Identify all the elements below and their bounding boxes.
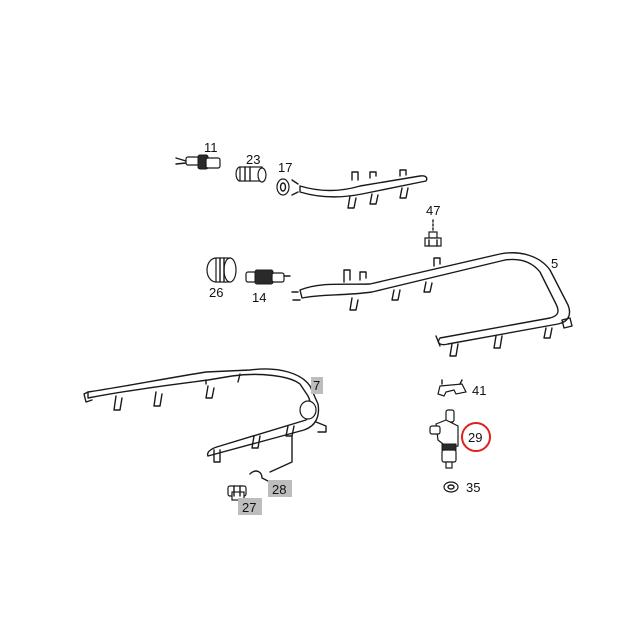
part-14-sensor xyxy=(245,269,291,285)
part-29-injector xyxy=(429,409,459,469)
part-23-sleeve xyxy=(235,166,267,183)
tag-box-7 xyxy=(311,377,323,394)
label-part-14: 14 xyxy=(252,290,266,305)
label-part-17: 17 xyxy=(278,160,292,175)
part-35-seal xyxy=(443,481,459,493)
part-17-washer xyxy=(276,178,290,196)
label-part-28: 28 xyxy=(272,482,286,497)
part-7-fuel-rail xyxy=(83,368,327,463)
tag-box-27 xyxy=(238,498,262,515)
tag-box-28 xyxy=(268,480,292,497)
part-5-fuel-rail xyxy=(291,252,573,357)
part-41-clip xyxy=(437,379,467,397)
label-part-41: 41 xyxy=(472,383,486,398)
label-part-47: 47 xyxy=(426,203,440,218)
upper-fuel-rail xyxy=(291,169,428,209)
label-part-29: 29 xyxy=(468,430,482,445)
part-26-nut xyxy=(206,257,237,283)
part-47-bolt xyxy=(424,219,442,247)
part-28-clip xyxy=(249,435,293,483)
part-27-bolt xyxy=(227,485,247,501)
label-part-11: 11 xyxy=(204,140,218,155)
part-11-sensor xyxy=(175,154,221,170)
label-part-7: 7 xyxy=(313,378,320,393)
label-part-23: 23 xyxy=(246,152,260,167)
label-part-35: 35 xyxy=(466,480,480,495)
label-part-26: 26 xyxy=(209,285,223,300)
label-part-27: 27 xyxy=(242,500,256,515)
label-part-5: 5 xyxy=(551,256,558,271)
highlight-circle xyxy=(461,422,491,452)
